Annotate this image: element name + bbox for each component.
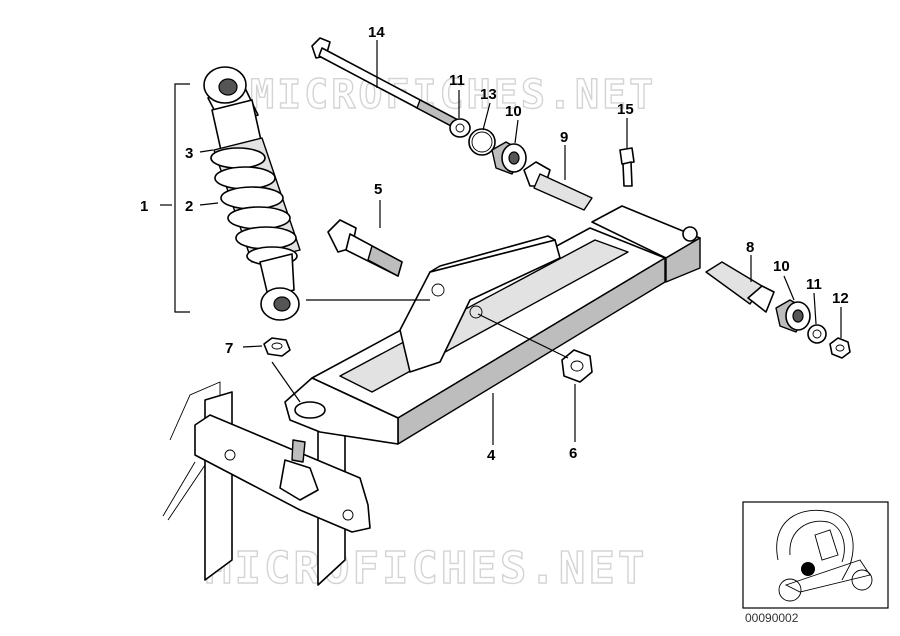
nut-12 (829, 337, 851, 359)
inset-thumbnail (742, 501, 889, 609)
sleeve-8 (705, 261, 775, 313)
washer-11-right (807, 324, 827, 344)
callout-7: 7 (225, 340, 233, 357)
long-bolt-14 (311, 37, 459, 129)
callout-labels: 1 2 3 4 5 6 7 8 9 10 10 11 11 12 13 14 1… (140, 24, 849, 464)
callout-14: 14 (368, 24, 385, 41)
callout-2: 2 (185, 198, 193, 215)
leader-lines (160, 40, 842, 445)
callout-4: 4 (487, 447, 496, 464)
callout-5: 5 (374, 181, 382, 198)
bearing-10-right (775, 299, 811, 333)
swing-arm (284, 205, 701, 445)
callout-15: 15 (617, 101, 634, 118)
bolt-5 (327, 219, 403, 277)
callout-10-right: 10 (773, 258, 790, 275)
callout-11-top: 11 (449, 72, 465, 89)
reference-code: 00090002 (745, 611, 799, 625)
shock-absorber (203, 66, 301, 321)
watermark-top: MICROFICHES.NET (250, 72, 656, 118)
callout-12: 12 (832, 290, 849, 307)
callout-3: 3 (185, 145, 193, 162)
callout-11-right: 11 (806, 276, 822, 293)
callout-9: 9 (560, 129, 568, 146)
nut-7 (263, 337, 291, 357)
sleeve-9 (523, 161, 593, 211)
callout-8: 8 (746, 239, 754, 256)
frame-fork (162, 381, 371, 586)
callout-6: 6 (569, 445, 577, 462)
callout-13: 13 (480, 86, 497, 103)
watermark-bottom: MICROFICHES.NET (205, 543, 647, 594)
bearing-10-top (491, 141, 527, 175)
screw-15 (619, 147, 635, 187)
callout-10-top: 10 (505, 103, 522, 120)
nut-6 (561, 349, 593, 383)
washer-11-top (449, 118, 471, 138)
circlip-13 (468, 128, 496, 156)
callout-1: 1 (140, 198, 148, 215)
